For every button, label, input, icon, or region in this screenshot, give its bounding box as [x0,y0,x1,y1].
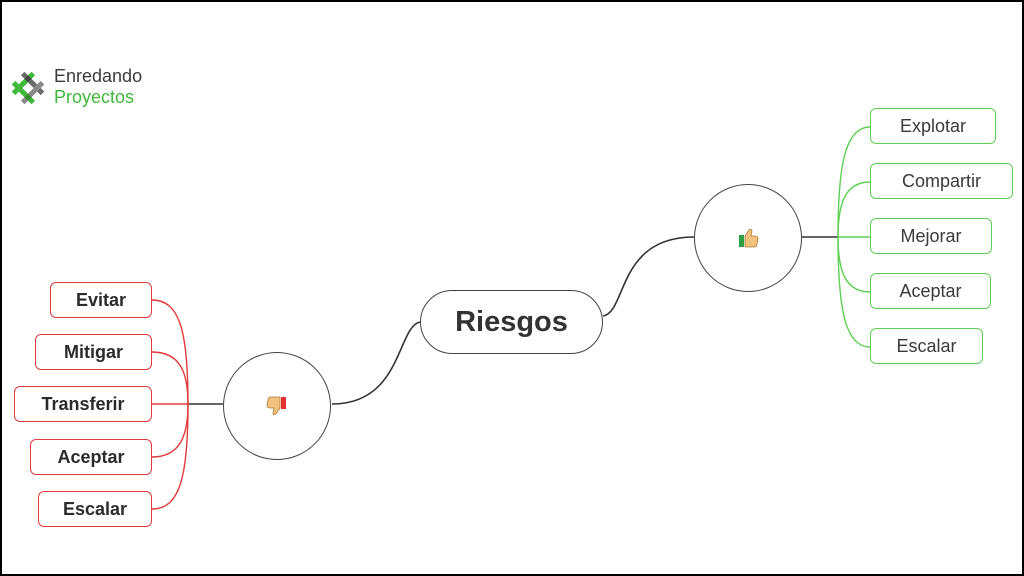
leaf-neg-escalar[interactable]: Escalar [38,491,152,527]
brand-logo: Enredando Proyectos [8,64,168,112]
positive-risks-hub[interactable] [694,184,802,292]
connector-neg-escalar [151,403,189,510]
connector-pos-explotar [837,126,871,238]
connector-pos-escalar [837,236,871,348]
logo-line-1: Enredando [54,66,143,86]
connector-neg-evitar [151,299,189,405]
thumbs-up-icon [739,228,759,248]
leaf-pos-mejorar[interactable]: Mejorar [870,218,992,254]
logo-line-2: Proyectos [54,87,135,107]
logo-wordmark: Enredando Proyectos [54,66,142,108]
leaf-neg-transferir[interactable]: Transferir [14,386,152,422]
leaf-pos-escalar[interactable]: Escalar [870,328,983,364]
leaf-pos-compartir[interactable]: Compartir [870,163,1013,199]
logo-mark-icon [11,71,45,105]
leaf-neg-evitar[interactable]: Evitar [50,282,152,318]
connector-central-to-negative [331,321,421,405]
leaf-pos-aceptar[interactable]: Aceptar [870,273,991,309]
connector-neg-mitigar [151,351,189,405]
connector-pos-compartir [837,181,871,238]
leaf-neg-aceptar[interactable]: Aceptar [30,439,152,475]
connector-pos-aceptar [837,236,871,293]
connector-central-to-positive [602,236,695,317]
central-topic[interactable]: Riesgos [420,290,603,354]
connector-neg-aceptar [151,403,189,458]
leaf-neg-mitigar[interactable]: Mitigar [35,334,152,370]
negative-risks-hub[interactable] [223,352,331,460]
leaf-pos-explotar[interactable]: Explotar [870,108,996,144]
thumbs-down-icon [266,396,286,416]
